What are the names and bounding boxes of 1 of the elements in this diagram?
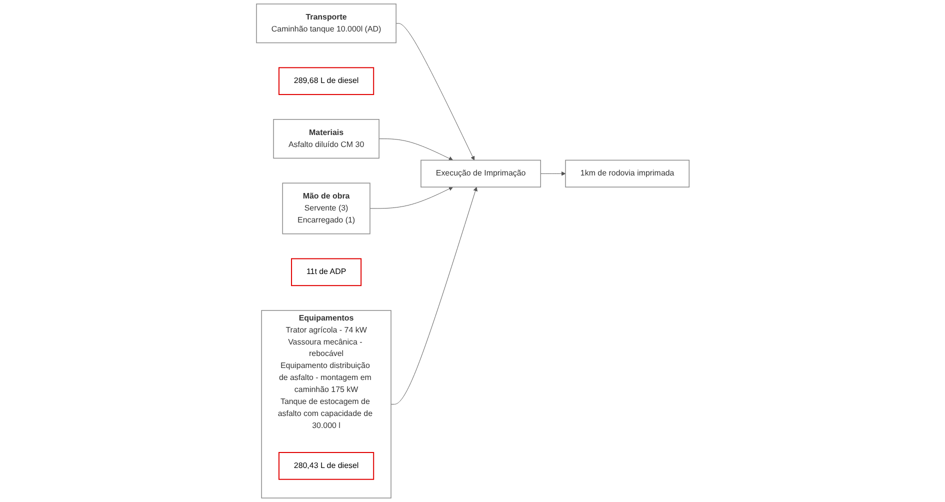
- arrow: [390, 186, 478, 404]
